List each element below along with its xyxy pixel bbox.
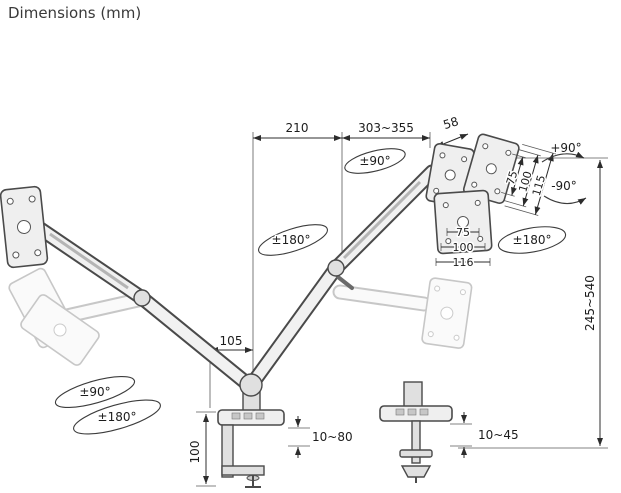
vesa-front-75-label: 75 — [456, 226, 470, 239]
rot-swivel-top-label: ±90° — [359, 154, 390, 168]
rot-swivel-left-label: ±90° — [79, 385, 110, 399]
dim-210-label: 210 — [286, 121, 309, 135]
dim-303-355-label: 303~355 — [358, 121, 414, 135]
rot-tilt-up-label: +90° — [550, 141, 581, 155]
rot-rotate-mid-label: ±180° — [272, 233, 311, 247]
dim-10-45-label: 10~45 — [478, 428, 519, 442]
usb-port-icon — [231, 412, 241, 420]
dim-10-80-label: 10~80 — [312, 430, 353, 444]
center-joint — [239, 373, 263, 397]
left-arm — [28, 218, 258, 394]
desk-clamp — [217, 409, 285, 488]
ghost-arm-right — [332, 277, 473, 349]
grommet-mount — [379, 381, 453, 483]
left-vesa-plate — [0, 185, 49, 269]
rot-tilt-down-label: -90° — [551, 179, 577, 193]
usb-port-icon — [407, 408, 417, 416]
rot-rotate-left-label: ±180° — [98, 410, 137, 424]
vesa-tilted-75-label: 75 — [504, 169, 520, 186]
rotation-arcs — [54, 148, 587, 435]
usb-port-icon — [243, 412, 253, 420]
dim-58-label: 58 — [441, 114, 460, 132]
wing-nut — [400, 465, 432, 478]
right-elbow-joint — [327, 259, 345, 277]
dim-100-label: 100 — [188, 441, 202, 464]
page-title: Dimensions (mm) — [8, 4, 142, 22]
tilt-down-arrow-icon — [543, 195, 587, 205]
front-vesa-plate — [433, 189, 493, 266]
usb-port-icon — [419, 408, 429, 416]
vesa-front-116-label: 116 — [453, 256, 474, 269]
ghost-plates-left — [8, 267, 146, 366]
dim-245-540-label: 245~540 — [583, 275, 597, 331]
dim-105-label: 105 — [220, 334, 243, 348]
left-elbow-joint — [133, 289, 151, 307]
rot-rotate-right-label: ±180° — [513, 233, 552, 247]
vesa-front-100-label: 100 — [453, 241, 474, 254]
usb-port-icon — [395, 408, 405, 416]
usb-port-icon — [255, 412, 265, 420]
tilt-up-arrow-icon — [541, 151, 585, 163]
dimension-lines — [196, 132, 608, 487]
right-arm — [244, 164, 440, 392]
